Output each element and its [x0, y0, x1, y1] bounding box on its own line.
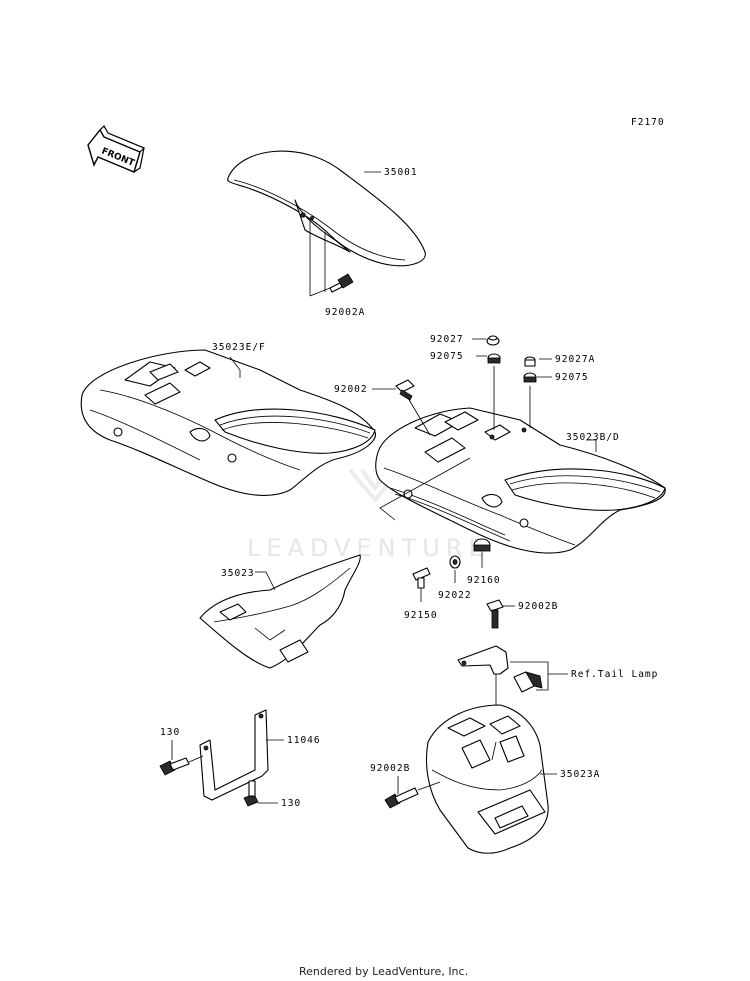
label-92002b-bottom: 92002B: [370, 763, 410, 774]
label-35023bd: 35023B/D: [566, 432, 620, 443]
bolt-130-bottom-icon: [243, 780, 278, 807]
bolt-92002b-top-icon: [486, 599, 515, 629]
label-92150: 92150: [404, 610, 438, 621]
label-130-bottom: 130: [281, 798, 301, 809]
watermark-text: LEADVENTURE: [247, 534, 490, 562]
front-fender: [227, 150, 426, 267]
watermark: LEADVENTURE: [247, 468, 490, 562]
washer-92022-icon: [449, 555, 461, 583]
label-11046: 11046: [287, 735, 321, 746]
bolt-92002a-icon: [309, 220, 354, 297]
rear-fender-e-f: [80, 349, 376, 496]
label-92075b: 92075: [555, 372, 589, 383]
grommet-92160-icon: [473, 538, 491, 568]
label-92002b-top: 92002B: [518, 601, 558, 612]
label-92075a: 92075: [430, 351, 464, 362]
grommet-92027-icon: [486, 335, 500, 346]
label-35023ef: 35023E/F: [212, 342, 266, 353]
bolt-130-top-icon: [159, 740, 204, 776]
label-92002a: 92002A: [325, 307, 365, 318]
label-ref-tail-lamp: Ref.Tail Lamp: [571, 669, 658, 680]
leader-35023ef: [229, 356, 241, 378]
leader-35023: [255, 571, 276, 591]
footer-text: Rendered by LeadVenture, Inc.: [299, 965, 468, 978]
collar-92150-icon: [412, 567, 431, 602]
label-92027: 92027: [430, 334, 464, 345]
diagram-code: F2170: [631, 117, 665, 128]
grommet-92075a-icon: [487, 353, 501, 364]
label-92002: 92002: [334, 384, 368, 395]
front-arrow-icon: FRONT: [87, 125, 146, 173]
rear-piece-35023a: [425, 704, 549, 854]
bolt-92002b-bottom-icon: [384, 776, 441, 809]
rear-fender-b-d: [375, 407, 666, 554]
bracket-11046: [199, 709, 284, 801]
label-92160: 92160: [467, 575, 501, 586]
label-35023: 35023: [221, 568, 255, 579]
leader-35023bd: [586, 439, 597, 452]
grommet-92027a-icon: [524, 356, 536, 367]
label-92022: 92022: [438, 590, 472, 601]
grommet-92075b-icon: [523, 372, 537, 383]
leaders-grommets: [472, 338, 552, 430]
label-35001: 35001: [384, 167, 418, 178]
tail-lamp-bracket: [457, 645, 568, 715]
flap-35023: [199, 554, 361, 669]
label-35023a: 35023A: [560, 769, 600, 780]
bolt-92002-icon: [372, 379, 431, 436]
label-130-top: 130: [160, 727, 180, 738]
label-92027a: 92027A: [555, 354, 595, 365]
